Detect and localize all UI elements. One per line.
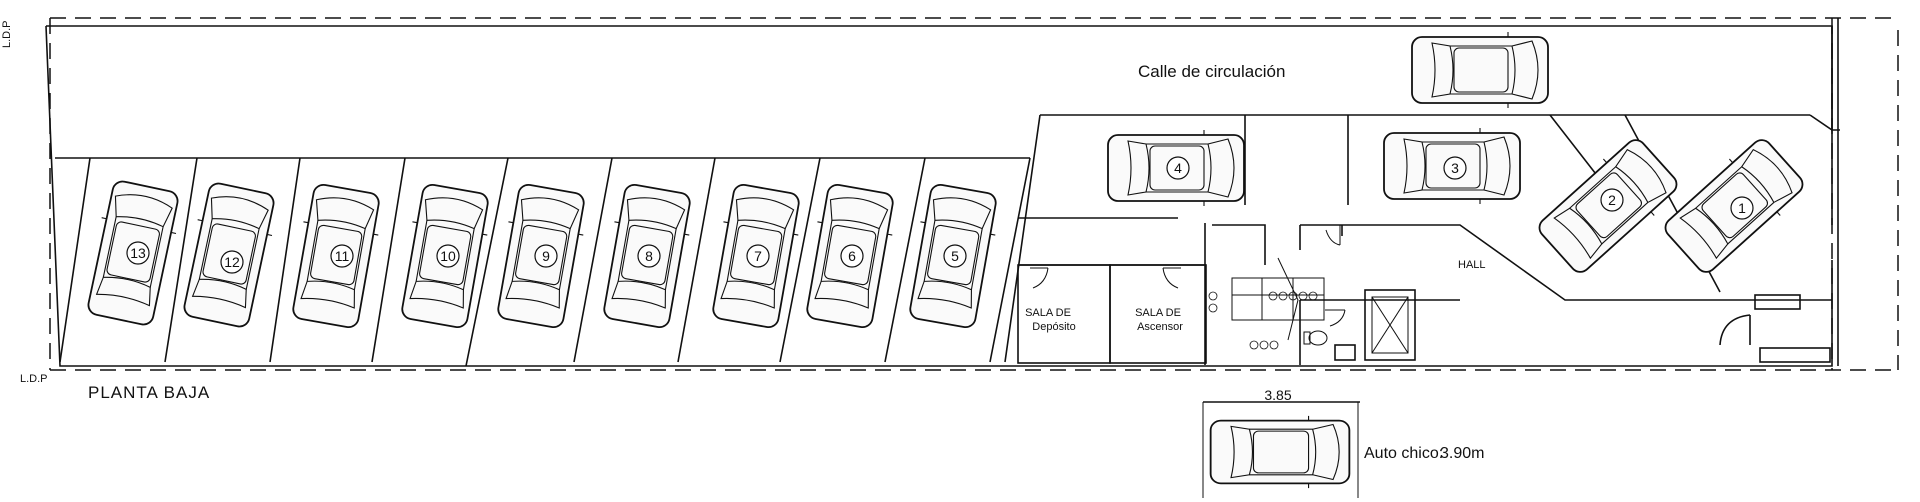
ldp-top-label: L.D.P — [1, 20, 13, 48]
legend-value: 3.90m — [1440, 445, 1484, 462]
stall-number: 6 — [848, 248, 856, 264]
street-label: Calle de circulación — [1138, 62, 1285, 81]
stall-number-ring — [220, 250, 244, 274]
car-icon — [1412, 32, 1548, 108]
stall-number: 4 — [1174, 160, 1182, 176]
room-deposito-line1: SALA DE — [1025, 307, 1071, 319]
hall-label: HALL — [1458, 259, 1486, 271]
stall-number: 9 — [542, 248, 550, 264]
room-deposito-line2: Depósito — [1032, 321, 1075, 333]
stall-number-ring — [1600, 188, 1624, 212]
legend-label: Auto chico: — [1364, 445, 1443, 462]
stall-number-ring — [1166, 156, 1190, 180]
door-swing-icon — [1030, 225, 1346, 327]
stall-number: 2 — [1608, 192, 1616, 208]
stall-number: 8 — [645, 248, 653, 264]
stall-number-ring — [436, 244, 460, 268]
interior-walls — [1017, 217, 1832, 365]
stall-number-ring — [534, 244, 558, 268]
building-outline — [45, 18, 1840, 367]
page-title: PLANTA BAJA — [88, 383, 210, 402]
car-icon — [1211, 416, 1350, 488]
stall-number: 5 — [951, 248, 959, 264]
legend-dimension: 3.85 — [1264, 387, 1291, 403]
stall-number: 11 — [335, 248, 350, 264]
stall-number: 10 — [440, 248, 456, 264]
stall-number: 1 — [1738, 200, 1746, 216]
room-ascensor-line1: SALA DE — [1135, 307, 1181, 319]
stall-number-ring — [637, 244, 661, 268]
stall-number-ring — [943, 244, 967, 268]
stall-number-ring — [330, 244, 354, 268]
parked-cars — [80, 32, 1811, 331]
parking-stalls — [55, 114, 1833, 367]
stall-number: 12 — [224, 254, 240, 270]
toilet-icon — [1303, 330, 1328, 346]
stall-number-ring — [840, 244, 864, 268]
ldp-bottom-label: L.D.P — [20, 373, 48, 385]
stall-number: 13 — [130, 245, 146, 261]
room-ascensor-line2: Ascensor — [1137, 321, 1183, 333]
stair-icon — [1208, 257, 1325, 350]
stall-number-ring — [1443, 156, 1467, 180]
stall-number-ring — [126, 241, 150, 265]
stall-number-ring — [746, 244, 770, 268]
legend-small-car: 3.85 Auto chico: 3.90m — [1202, 387, 1484, 498]
stall-number-rings: 13 12 11 10 9 8 7 6 5 4 3 2 1 — [126, 156, 1754, 274]
stall-number: 7 — [754, 248, 762, 264]
stall-number: 3 — [1451, 160, 1459, 176]
stall-number-ring — [1730, 196, 1754, 220]
